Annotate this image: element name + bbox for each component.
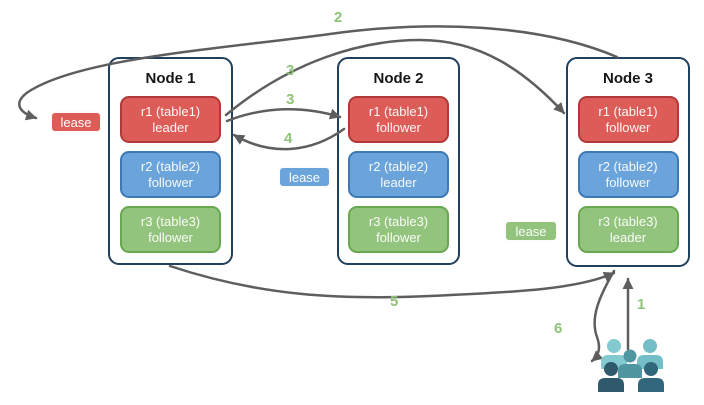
- node3-replica-r2: r2 (table2) follower: [577, 151, 679, 198]
- replica-range: r1 (table1): [368, 103, 429, 119]
- node-title: Node 1: [145, 70, 196, 87]
- step-label-1: 1: [637, 296, 646, 313]
- replica-role: leader: [609, 229, 647, 245]
- replica-range: r1 (table1): [598, 103, 658, 119]
- node2-replica-r3: r3 (table3) follower: [348, 206, 449, 253]
- lease-badge-blue: lease: [278, 166, 331, 188]
- replica-role: follower: [148, 174, 193, 190]
- replica-role: follower: [605, 119, 651, 135]
- arrow-step-3-to-node2: [225, 107, 342, 123]
- replica-range: r3 (table3): [368, 213, 429, 229]
- replica-role: follower: [376, 229, 421, 245]
- node3-replica-r1: r1 (table1) follower: [577, 96, 679, 143]
- node-2: Node 2 r1 (table1) follower r2 (table2) …: [337, 57, 460, 265]
- step-label-2: 2: [334, 9, 343, 26]
- replica-range: r2 (table2): [598, 158, 658, 174]
- replica-role: follower: [376, 119, 421, 135]
- lease-badge-green: lease: [504, 220, 558, 242]
- lease-badge-red: lease: [50, 111, 102, 133]
- lease-label: lease: [515, 223, 547, 239]
- node-title: Node 2: [373, 70, 424, 87]
- replica-role: follower: [605, 174, 651, 190]
- replica-range: r1 (table1): [140, 103, 201, 119]
- node-3: Node 3 r1 (table1) follower r2 (table2) …: [566, 57, 690, 267]
- step-label-3a: 3: [286, 62, 295, 79]
- step-label-6: 6: [554, 320, 563, 337]
- node-title: Node 3: [602, 70, 653, 87]
- step-label-5: 5: [390, 293, 399, 310]
- replica-range: r2 (table2): [140, 158, 201, 174]
- node-1: Node 1 r1 (table1) leader r2 (table2) fo…: [108, 57, 233, 265]
- arrow-step-6: [590, 269, 616, 363]
- step-label-4: 4: [284, 130, 293, 147]
- node3-replica-r3: r3 (table3) leader: [577, 206, 679, 253]
- node2-replica-r2: r2 (table2) leader: [348, 151, 449, 198]
- replica-range: r3 (table3): [598, 213, 658, 229]
- lease-label: lease: [288, 169, 321, 185]
- node1-replica-r2: r2 (table2) follower: [120, 151, 221, 198]
- replica-role: leader: [380, 174, 417, 190]
- lease-label: lease: [60, 114, 92, 130]
- step-label-3b: 3: [286, 91, 295, 108]
- users-group-icon: [598, 339, 664, 392]
- node1-replica-r3: r3 (table3) follower: [120, 206, 221, 253]
- node2-replica-r1: r1 (table1) follower: [348, 96, 449, 143]
- replica-range: r2 (table2): [368, 158, 429, 174]
- replica-role: leader: [152, 119, 189, 135]
- replica-role: follower: [148, 229, 193, 245]
- node1-replica-r1: r1 (table1) leader: [120, 96, 221, 143]
- replica-range: r3 (table3): [140, 213, 201, 229]
